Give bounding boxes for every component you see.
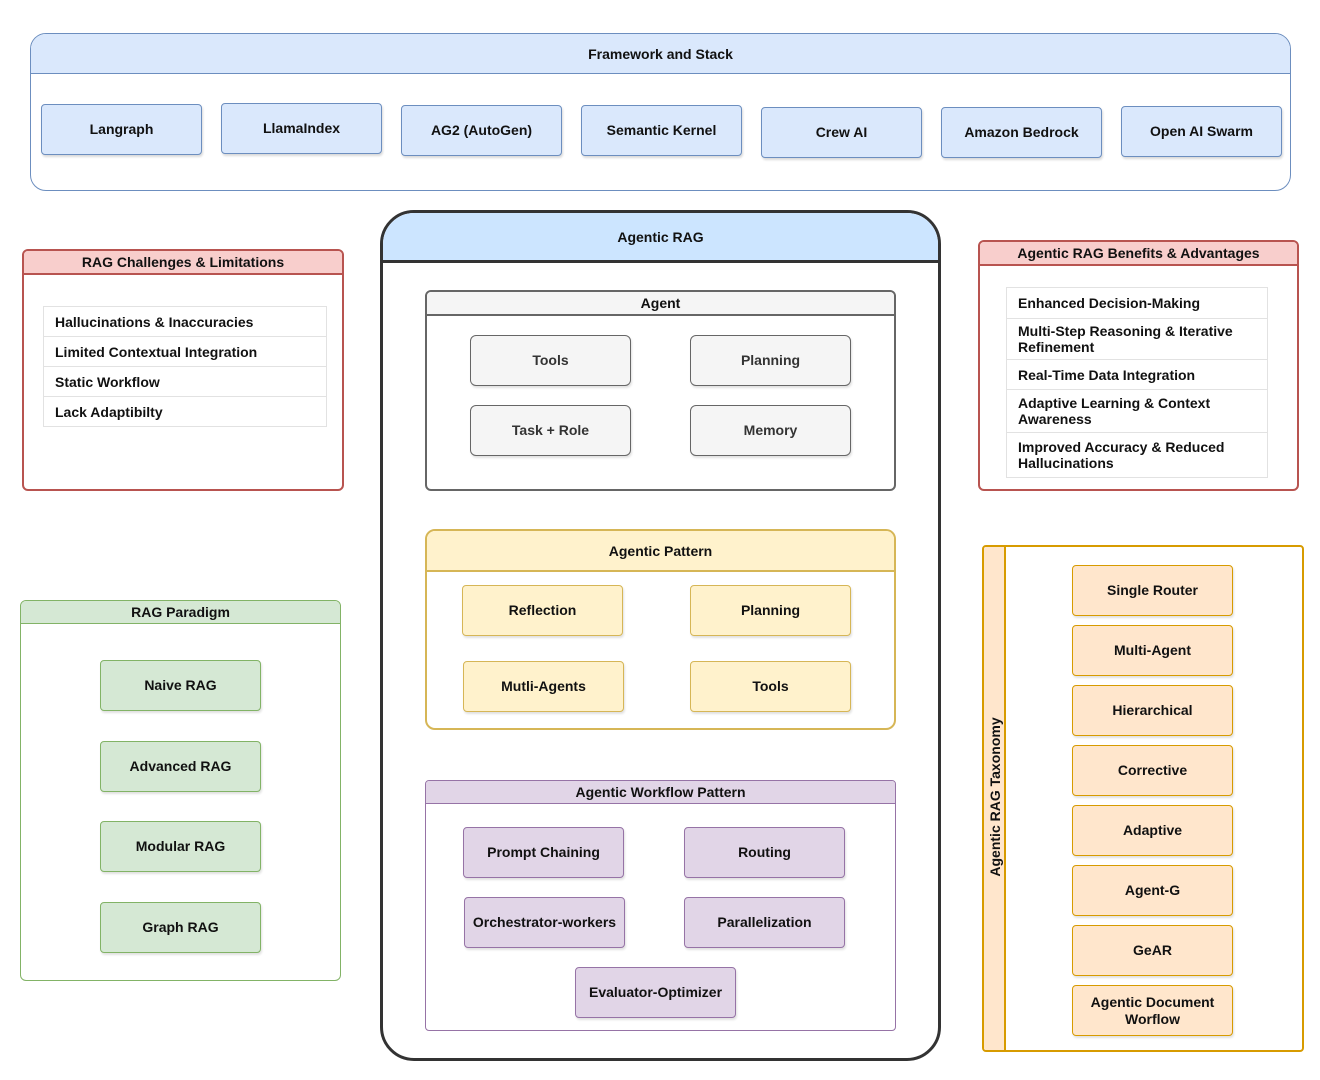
list-item: Lack Adaptibilty [55,403,163,420]
agent-task-role-label: Task + Role [511,422,590,439]
taxonomy-multi-agent: Multi-Agent [1072,625,1233,676]
framework-title: Framework and Stack [31,34,1290,74]
list-item: Hallucinations & Inaccuracies [44,307,326,337]
list-item: Enhanced Decision-Making [1007,288,1267,319]
list-item: Adaptive Learning & Context Awareness [1007,390,1267,433]
list-item: Static Workflow [44,367,326,397]
taxonomy-gear: GeAR [1072,925,1233,976]
list-item: Real-Time Data Integration [1007,360,1267,390]
framework-item-ag2: AG2 (AutoGen) [401,105,562,156]
paradigm-modular-rag: Modular RAG [100,821,261,872]
agentic-workflow-pattern-title: Agentic Workflow Pattern [426,781,895,804]
taxonomy-side-header: Agentic RAG Taxonomy [984,547,1006,1050]
paradigm-graph-rag: Graph RAG [100,902,261,953]
agent-memory-label: Memory [743,422,798,439]
workflow-orchestrator-workers: Orchestrator-workers [464,897,625,948]
agent-planning: Planning [690,335,851,386]
agent-planning-label: Planning [740,352,801,369]
taxonomy-agent-g: Agent-G [1072,865,1233,916]
agentic-rag-taxonomy-container: Agentic RAG Taxonomy [982,545,1304,1052]
agent-container: Agent [425,290,896,491]
agentic-rag-benefits-container: Agentic RAG Benefits & Advantages Enhanc… [978,240,1299,491]
pattern-reflection: Reflection [462,585,623,636]
agentic-pattern-title: Agentic Pattern [427,531,894,572]
taxonomy-agentic-document-workflow: Agentic Document Worflow [1072,985,1233,1036]
framework-item-amazon-bedrock: Amazon Bedrock [941,107,1102,158]
rag-paradigm-title: RAG Paradigm [21,601,340,624]
pattern-multi-agents: Mutli-Agents [463,661,624,712]
paradigm-advanced-rag: Advanced RAG [100,741,261,792]
rag-paradigm-container: RAG Paradigm [20,600,341,981]
framework-item-llamaindex: LlamaIndex [221,103,382,154]
agent-tools-label: Tools [532,352,569,369]
agentic-workflow-pattern-container: Agentic Workflow Pattern [425,780,896,1031]
rag-challenges-title: RAG Challenges & Limitations [24,251,342,275]
rag-challenges-list: Hallucinations & Inaccuracies Limited Co… [43,306,327,427]
paradigm-naive-rag: Naive RAG [100,660,261,711]
taxonomy-hierarchical: Hierarchical [1072,685,1233,736]
framework-item-crew-ai: Crew AI [761,107,922,158]
agentic-rag-benefits-list: Enhanced Decision-Making Multi-Step Reas… [1006,287,1268,478]
framework-and-stack-container: Framework and Stack [30,33,1291,191]
agent-memory: Memory [690,405,851,456]
taxonomy-single-router: Single Router [1072,565,1233,616]
agent-title: Agent [427,292,894,316]
agentic-pattern-container: Agentic Pattern [425,529,896,730]
workflow-routing: Routing [684,827,845,878]
framework-item-semantic-kernel: Semantic Kernel [581,105,742,156]
agentic-rag-title: Agentic RAG [383,213,938,263]
taxonomy-title: Agentic RAG Taxonomy [987,717,1003,877]
framework-item-langraph: Langraph [41,104,202,155]
list-item: Improved Accuracy & Reduced Hallucinatio… [1018,439,1225,471]
workflow-evaluator-optimizer: Evaluator-Optimizer [575,967,736,1018]
taxonomy-adaptive: Adaptive [1072,805,1233,856]
list-item: Multi-Step Reasoning & Iterative Refinem… [1007,319,1267,360]
pattern-planning: Planning [690,585,851,636]
pattern-tools: Tools [690,661,851,712]
workflow-parallelization: Parallelization [684,897,845,948]
workflow-prompt-chaining: Prompt Chaining [463,827,624,878]
framework-item-openai-swarm: Open AI Swarm [1121,106,1282,157]
agentic-rag-container: Agentic RAG [380,210,941,1061]
list-item: Limited Contextual Integration [44,337,326,367]
agent-tools: Tools [470,335,631,386]
agentic-rag-benefits-title: Agentic RAG Benefits & Advantages [980,242,1297,266]
rag-challenges-container: RAG Challenges & Limitations Hallucinati… [22,249,344,491]
agent-task-role: Task + Role [470,405,631,456]
taxonomy-corrective: Corrective [1072,745,1233,796]
